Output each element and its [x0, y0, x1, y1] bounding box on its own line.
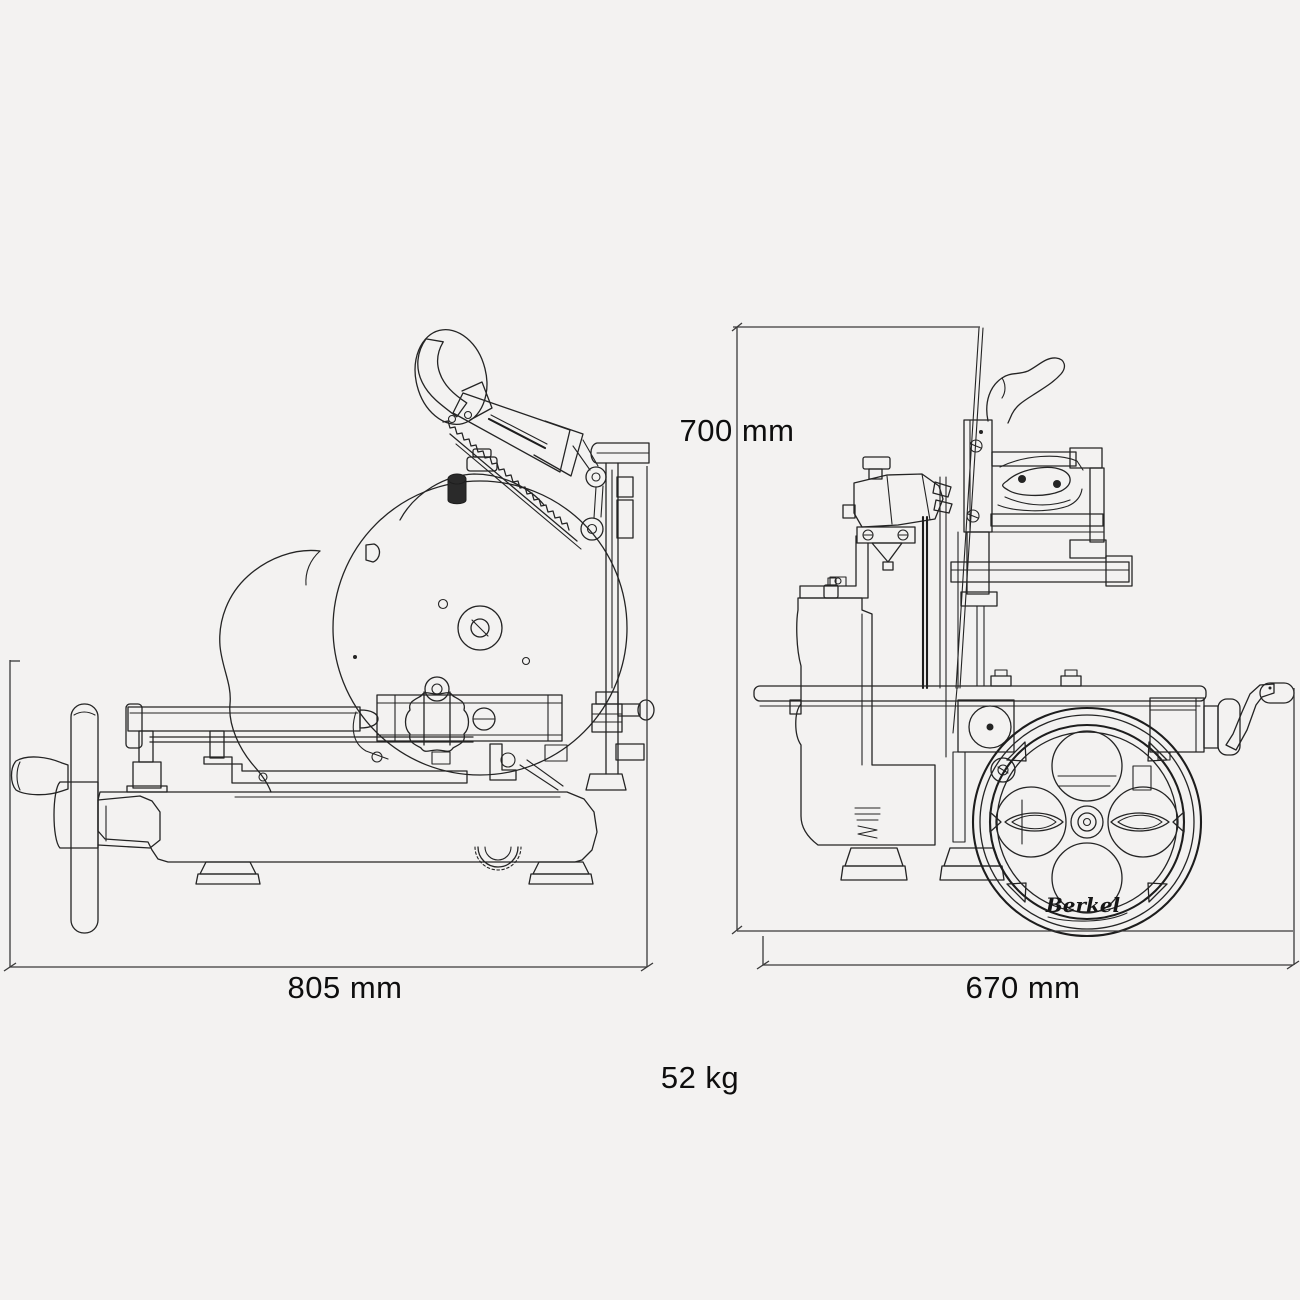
toothed-rack: [442, 420, 570, 531]
gauge-plate-and-thickness-knob: [352, 676, 568, 791]
base-casting-side: [97, 791, 598, 885]
front-feet: [840, 847, 1005, 881]
height-dimension: 700 mm: [680, 322, 1293, 935]
flywheel: Berkel: [971, 706, 1203, 938]
depth-dimension-label: 670 mm: [966, 970, 1081, 1005]
rear-column: [585, 442, 655, 791]
sharpener-assembly: [799, 456, 953, 599]
crank-handle: [1149, 682, 1295, 761]
weight-label: 52 kg: [661, 1060, 739, 1095]
drive-pulley: [952, 699, 1016, 843]
bed-plate: [753, 669, 1207, 707]
star-knob: [404, 692, 470, 752]
width-dimension: 805 mm: [3, 466, 654, 1005]
width-dimension-label: 805 mm: [288, 970, 403, 1005]
front-body: [789, 476, 959, 846]
dimension-annotations: 805 mm 700 mm 670 mm 52 kg: [3, 322, 1300, 1095]
flywheel-edge-and-knob: [10, 703, 161, 934]
top-lever-arm: [414, 329, 607, 550]
carriage-rail-assembly: [125, 703, 474, 793]
crank-knob: [1259, 682, 1295, 704]
brand-script: Berkel: [1045, 893, 1121, 917]
ring-handle: [414, 329, 488, 425]
worm-gear: [477, 846, 519, 868]
front-view: Berkel: [753, 327, 1295, 938]
oil-knob: [447, 479, 467, 505]
carriage-clamp: [950, 357, 1133, 687]
depth-dimension: 670 mm: [756, 688, 1300, 1005]
meat-press-leaf: [1001, 466, 1071, 497]
side-view: [10, 329, 655, 934]
clamp-handle: [986, 357, 1066, 424]
blade-guard-circle: [332, 480, 628, 776]
pusher-rod: [952, 327, 984, 734]
height-dimension-label: 700 mm: [680, 413, 795, 448]
